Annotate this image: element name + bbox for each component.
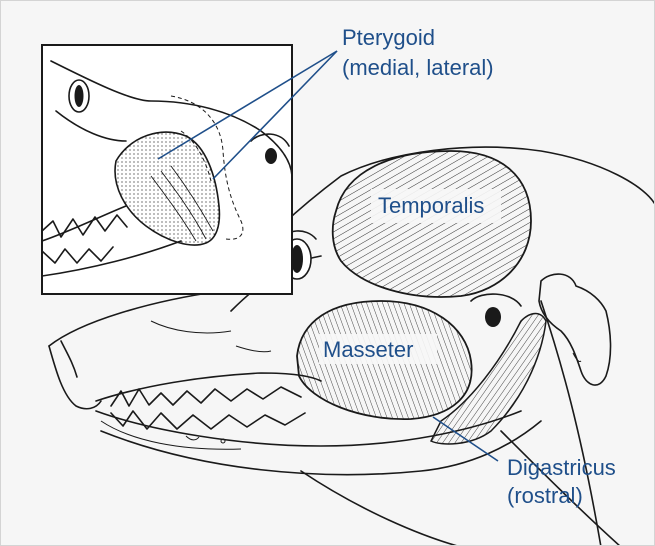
- tympanic-detail: [471, 294, 521, 327]
- label-pterygoid-sub: (medial, lateral): [342, 55, 494, 80]
- label-pterygoid: Pterygoid: [342, 25, 435, 50]
- temporalis-muscle: [333, 151, 531, 297]
- label-temporalis: Temporalis: [378, 193, 484, 218]
- label-masseter: Masseter: [323, 337, 413, 362]
- label-digastricus-sub: (rostral): [507, 483, 583, 508]
- label-digastricus: Digastricus: [507, 455, 616, 480]
- pterygoid-inset: [42, 45, 292, 294]
